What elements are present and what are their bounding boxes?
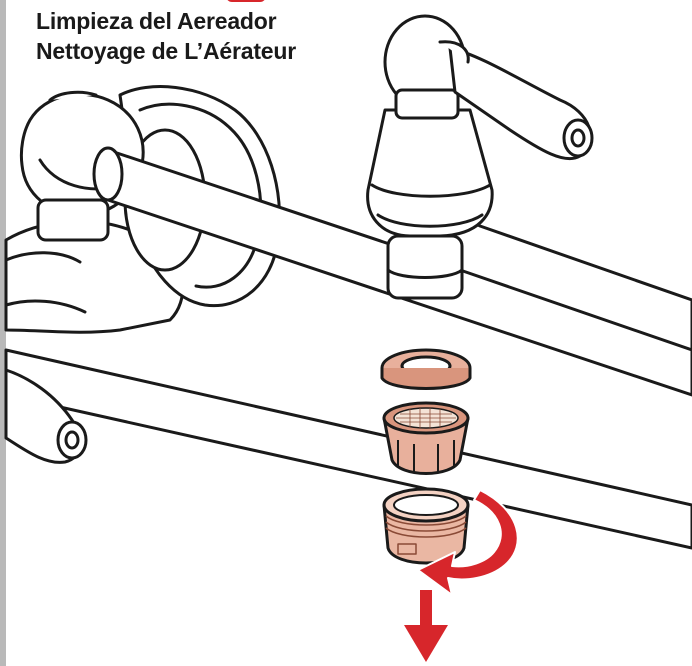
down-arrow-icon xyxy=(404,590,448,662)
clipped-red-heading-fragment xyxy=(226,0,266,2)
spout-lower-bar xyxy=(4,348,692,550)
left-margin-rule xyxy=(0,0,6,666)
aerator-washer xyxy=(380,348,472,390)
aerator-housing xyxy=(382,487,470,565)
right-lever-handle xyxy=(383,14,594,161)
right-valve-column xyxy=(366,108,494,300)
rotate-arrow-icon xyxy=(417,489,519,596)
left-lever-handle xyxy=(4,368,88,464)
aerator-screen-insert xyxy=(382,401,470,475)
heading-block: Limpieza del Aereador Nettoyage de L’Aér… xyxy=(36,0,376,66)
heading-spanish: Limpieza del Aereador xyxy=(36,8,277,34)
heading-french: Nettoyage de L’Aérateur xyxy=(36,38,296,64)
